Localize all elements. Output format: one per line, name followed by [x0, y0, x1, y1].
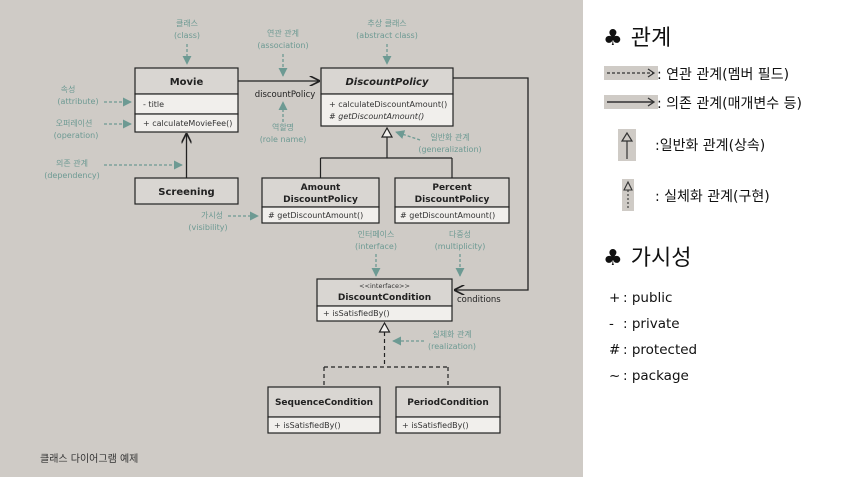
- conditions-line: [453, 77, 529, 290]
- class-discount-policy: DiscountPolicy + calculateDiscountAmount…: [320, 67, 454, 127]
- legend-realization-label: : 실체화 관계(구현): [655, 189, 770, 205]
- club-icon: ♣: [603, 246, 623, 271]
- relations-heading: ♣ 관계: [603, 20, 671, 52]
- annot-association-en: (association): [257, 41, 308, 50]
- annot-role-en: (role name): [260, 135, 307, 144]
- club-icon: ♣: [603, 26, 623, 51]
- class-period-condition: PeriodCondition + isSatisfiedBy(): [395, 386, 501, 434]
- annot-generalization-en: (generalization): [418, 145, 481, 154]
- amount-policy-op: # getDiscountAmount(): [268, 211, 363, 220]
- discount-condition-stereotype: <<interface>>: [359, 282, 410, 290]
- amount-policy-name1: Amount: [301, 183, 341, 193]
- annot-dependency-ko: 의존 관계: [56, 158, 88, 168]
- class-screening: Screening: [134, 177, 239, 205]
- annot-abstract-ko: 추상 클래스: [367, 18, 406, 28]
- visibility-symbol: +: [609, 290, 621, 306]
- legend-association-label: : 연관 관계(멤버 필드): [657, 67, 790, 83]
- legend-generalization-label: :일반화 관계(상속): [655, 138, 766, 154]
- period-condition-name: PeriodCondition: [407, 398, 489, 408]
- annot-role-ko: 역할명: [272, 122, 294, 132]
- annot-dependency-en: (dependency): [44, 171, 100, 180]
- visibility-text: : public: [623, 290, 673, 306]
- movie-name: Movie: [170, 77, 204, 88]
- visibility-text: : private: [623, 316, 680, 332]
- conditions-label: conditions: [457, 295, 501, 305]
- annot-generalization-ko: 일반화 관계: [430, 132, 469, 142]
- annot-visibility-ko: 가시성: [201, 211, 223, 220]
- visibility-item-private: -: private: [609, 316, 680, 332]
- annot-realization-ko: 실체화 관계: [432, 329, 471, 339]
- annot-operation-en: (operation): [54, 131, 99, 140]
- legend-generalization-icon: [618, 129, 636, 161]
- discount-policy-name: DiscountPolicy: [346, 77, 429, 88]
- visibility-heading: ♣ 가시성: [603, 240, 691, 272]
- realization-lines: [323, 321, 449, 387]
- discount-condition-name: DiscountCondition: [338, 293, 431, 303]
- class-discount-condition: <<interface>> DiscountCondition + isSati…: [316, 278, 453, 322]
- sequence-condition-name: SequenceCondition: [275, 398, 373, 408]
- screening-name: Screening: [158, 187, 214, 198]
- visibility-item-package: ~: package: [609, 368, 689, 384]
- class-movie: Movie - title + calculateMovieFee(): [134, 67, 239, 133]
- annot-abstract-en: (abstract class): [356, 31, 418, 40]
- annot-operation-ko: 오퍼레이션: [56, 118, 93, 128]
- visibility-symbol: -: [609, 316, 614, 332]
- diagram-photo: Movie - title + calculateMovieFee() Scre…: [0, 0, 583, 477]
- visibility-symbol: #: [609, 342, 621, 358]
- class-sequence-condition: SequenceCondition + isSatisfiedBy(): [267, 386, 381, 434]
- annot-class-ko: 클래스: [176, 19, 198, 28]
- percent-policy-name2: DiscountPolicy: [415, 195, 490, 205]
- annot-visibility-en: (visibility): [188, 223, 227, 232]
- movie-operation: + calculateMovieFee(): [143, 119, 232, 128]
- annot-attribute-ko: 속성: [61, 85, 76, 94]
- class-diagram: Movie - title + calculateMovieFee() Scre…: [40, 18, 529, 465]
- role-name-label: discountPolicy: [255, 90, 316, 100]
- legend-dependency-icon: [604, 95, 658, 109]
- visibility-text: : package: [623, 368, 689, 384]
- visibility-symbol: ~: [609, 368, 621, 384]
- movie-attribute: - title: [143, 100, 164, 109]
- diagram-caption: 클래스 다이어그램 예제: [40, 453, 138, 465]
- annot-multiplicity-ko: 다중성: [449, 230, 471, 239]
- relations-title: 관계: [630, 26, 672, 51]
- annot-interface-ko: 인터페이스: [358, 229, 395, 239]
- percent-policy-name1: Percent: [432, 183, 472, 193]
- annotations: 클래스 (class) 연관 관계 (association) 추상 클래스 (…: [44, 18, 485, 351]
- discount-policy-op2: # getDiscountAmount(): [329, 112, 424, 121]
- annot-attribute-en: (attribute): [57, 97, 98, 106]
- visibility-title: 가시성: [630, 246, 692, 271]
- percent-policy-op: # getDiscountAmount(): [400, 211, 495, 220]
- annot-interface-en: (interface): [355, 242, 397, 251]
- legend-dependency-label: : 의존 관계(매개변수 등): [657, 96, 802, 112]
- class-percent-discount-policy: Percent DiscountPolicy # getDiscountAmou…: [394, 177, 510, 224]
- generalization-lines: [319, 126, 453, 178]
- visibility-text: : protected: [623, 342, 698, 358]
- annot-class-en: (class): [174, 31, 200, 40]
- legend-association-icon: [604, 66, 658, 80]
- visibility-item-public: +: public: [609, 290, 672, 306]
- period-condition-op: + isSatisfiedBy(): [402, 421, 469, 430]
- sequence-condition-op: + isSatisfiedBy(): [274, 421, 341, 430]
- class-amount-discount-policy: Amount DiscountPolicy # getDiscountAmoun…: [261, 177, 380, 224]
- discount-policy-op1: + calculateDiscountAmount(): [329, 100, 447, 109]
- legend-panel: ♣ 관계 : 연관 관계(멤버 필드) : 의존 관계(매개변수 등) :일반화 …: [583, 0, 842, 477]
- annot-association-ko: 연관 관계: [267, 28, 299, 38]
- legend-realization-icon: [622, 179, 634, 211]
- visibility-item-protected: #: protected: [609, 342, 697, 358]
- discount-condition-op: + isSatisfiedBy(): [323, 309, 390, 318]
- annot-realization-en: (realization): [428, 342, 476, 351]
- annotation-arrows: [104, 44, 465, 346]
- annot-multiplicity-en: (multiplicity): [435, 242, 486, 251]
- amount-policy-name2: DiscountPolicy: [283, 195, 358, 205]
